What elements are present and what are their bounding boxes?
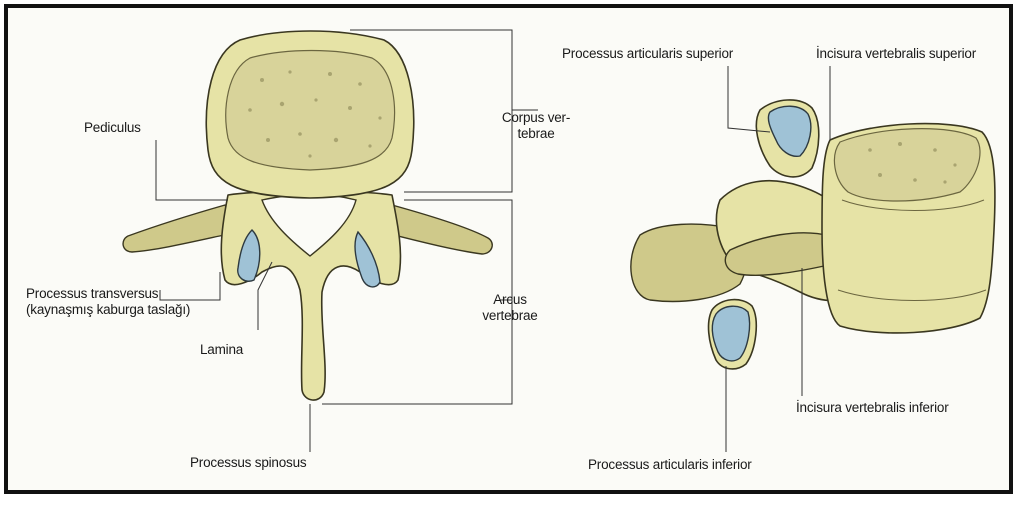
label-arcus-vertebrae-line1: Arcus [440,292,580,308]
label-incisura-vertebralis-inferior: İncisura vertebralis inferior [796,400,949,416]
label-processus-articularis-inferior: Processus articularis inferior [588,457,752,473]
label-pediculus: Pediculus [84,120,141,136]
lateral-view [631,100,995,369]
label-processus-articularis-superior: Processus articularis superior [562,46,733,62]
label-corpus-vertebrae-line2: tebrae [476,126,596,142]
label-corpus-vertebrae: Corpus ver- tebrae [476,110,596,142]
label-arcus-vertebrae-line2: vertebrae [440,308,580,324]
label-incisura-vertebralis-superior: İncisura vertebralis superior [816,46,976,62]
body-top-surface [834,129,980,201]
label-lamina: Lamina [200,342,243,358]
label-processus-transversus-line1: Processus transversus [26,286,190,302]
superior-view [123,31,492,400]
inferior-articular-facet [712,306,749,361]
label-processus-transversus: Processus transversus (kaynaşmış kaburga… [26,286,190,318]
label-processus-spinosus: Processus spinosus [190,455,306,471]
label-processus-transversus-line2: (kaynaşmış kaburga taslağı) [26,302,190,318]
label-arcus-vertebrae: Arcus vertebrae [440,292,580,324]
label-corpus-vertebrae-line1: Corpus ver- [476,110,596,126]
